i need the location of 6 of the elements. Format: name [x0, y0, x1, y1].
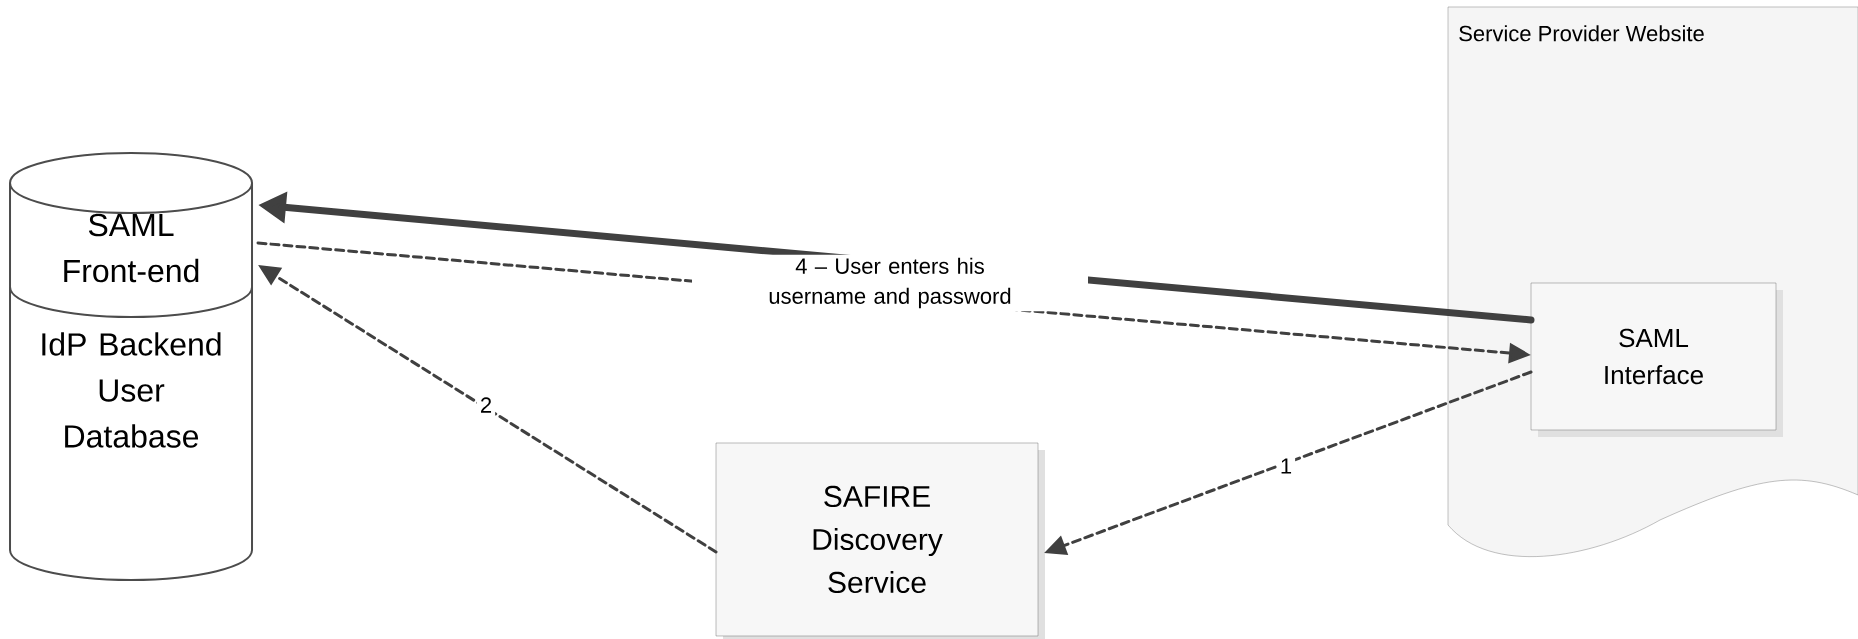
- edge-label: 2: [476, 394, 496, 416]
- database-cylinder: SAML Front-end IdP Backend User Database: [9, 152, 253, 581]
- process-box: SAML Interface: [1530, 282, 1783, 437]
- edge-label: 4 – User enters his username and password: [692, 254, 1088, 312]
- edge-label: 1: [1276, 455, 1296, 477]
- process-box: SAFIRE Discovery Service: [715, 442, 1045, 639]
